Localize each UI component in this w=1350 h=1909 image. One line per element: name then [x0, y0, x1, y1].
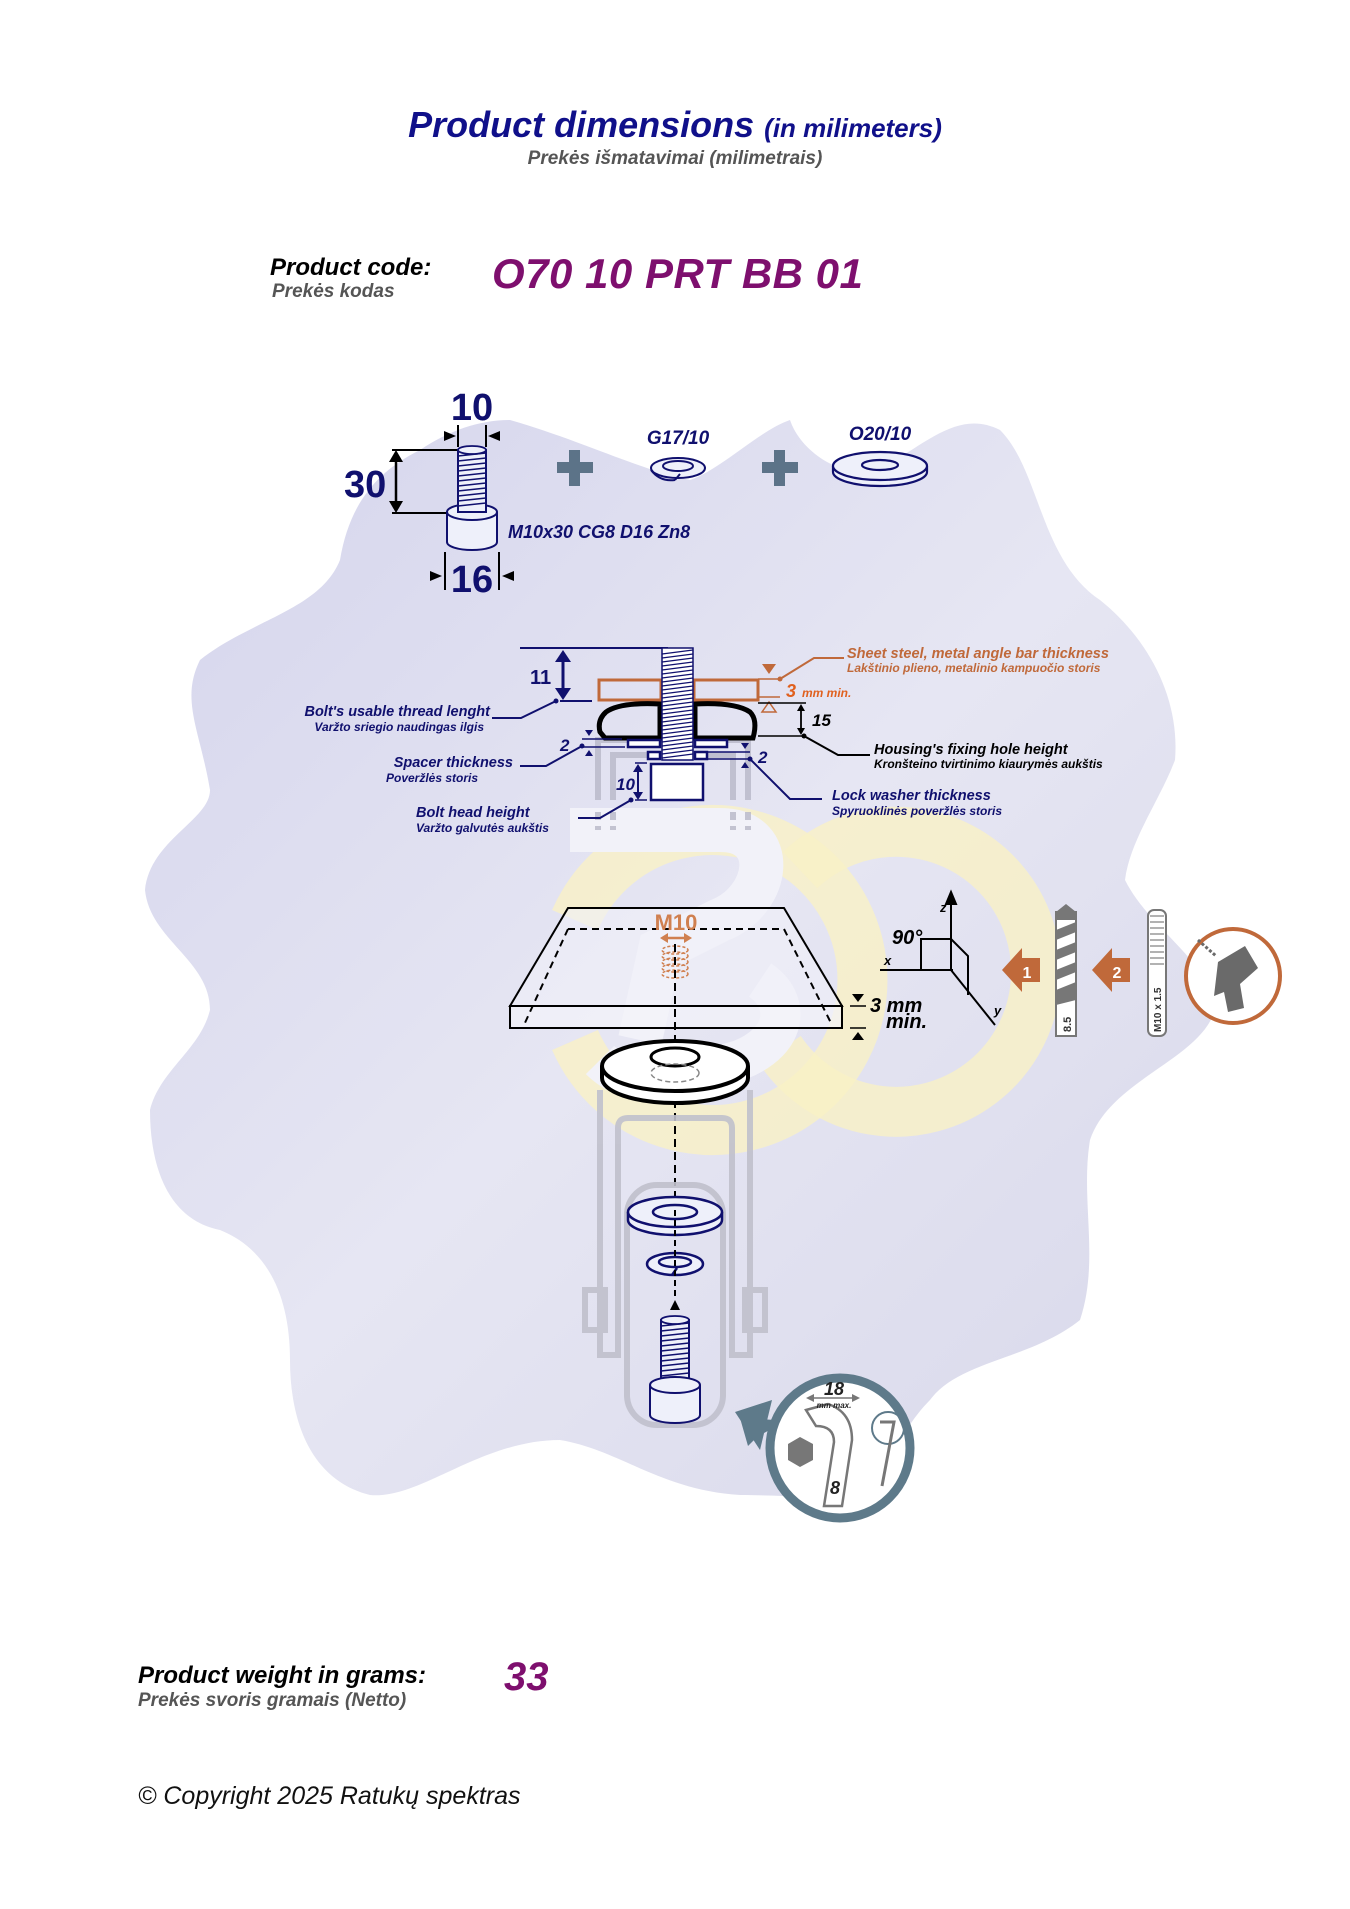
- cross-section: 11 10 2 2: [304, 646, 1108, 835]
- housing-label: Housing's fixing hole height: [874, 742, 1069, 758]
- product-code-value: O70 10 PRT BB 01: [492, 250, 864, 297]
- weight-value: 33: [504, 1655, 549, 1699]
- hex-key-icon: [804, 1402, 854, 1508]
- step-1-arrow-icon: 1: [1002, 948, 1040, 992]
- lock-washer-code: G17/10: [647, 428, 710, 449]
- sheet-thickness-value: 3: [786, 681, 796, 701]
- plate-thickness-label: 3 mm: [870, 995, 922, 1017]
- housing-label-lt: Kronšteino tvirtinimo kiaurymės aukštis: [874, 757, 1103, 771]
- axis-z-label: z: [939, 900, 947, 915]
- product-code-label-lt: Prekės kodas: [272, 281, 395, 302]
- sheet-label-lt: Lakštinio plieno, metalinio kampuočio st…: [847, 661, 1101, 675]
- hex-nut-icon: [788, 1437, 813, 1467]
- thread-length-label-lt: Varžto sriegio naudingas ilgis: [314, 720, 484, 734]
- thread-tap-icon: M10 x 1.5: [1147, 909, 1167, 1037]
- housing-height-value: 15: [812, 711, 831, 730]
- weight-label: Product weight in grams:: [138, 1662, 427, 1689]
- angle-label: 90°: [892, 927, 923, 949]
- hex-key-max-unit: mm max.: [817, 1401, 852, 1410]
- bolt-width-label: 10: [451, 387, 493, 429]
- copyright-text: © Copyright 2025 Ratukų spektras: [138, 1782, 521, 1810]
- axis-x-label: x: [883, 953, 892, 968]
- thread-length-label: Bolt's usable thread lenght: [304, 704, 491, 720]
- lock-thickness-value: 2: [757, 748, 768, 767]
- lock-washer-part: G17/10: [647, 428, 710, 482]
- sheet-label: Sheet steel, metal angle bar thickness: [847, 646, 1109, 662]
- lock-label-lt: Spyruoklinės poveržlės storis: [832, 804, 1002, 818]
- lock-label: Lock washer thickness: [832, 788, 991, 804]
- flat-washer-code: O20/10: [849, 424, 912, 445]
- drill-bit-icon: 8.5: [1055, 904, 1077, 1037]
- plate-thickness-min: min.: [886, 1011, 927, 1033]
- hex-key-size: 8: [830, 1478, 840, 1498]
- tap-size-label: M10 x 1.5: [1153, 987, 1164, 1032]
- drill-size-label: 8.5: [1062, 1017, 1074, 1032]
- axis-y-label: y: [993, 1003, 1002, 1018]
- bolt-head-diameter-label: 16: [451, 559, 493, 601]
- plus-icon: [762, 450, 798, 486]
- top-plate-washer: [600, 1039, 750, 1105]
- step-2-label: 2: [1113, 965, 1122, 982]
- page-title: Product dimensions (in milimeters): [0, 104, 1350, 146]
- assembly-bolt: [649, 1315, 701, 1424]
- power-drill-icon: [1184, 927, 1282, 1025]
- weight-label-lt: Prekės svoris gramais (Netto): [138, 1690, 407, 1711]
- bolt-length-label: 30: [344, 464, 386, 506]
- spacer-thickness-label: Spacer thickness: [394, 755, 513, 771]
- head-height-label: Bolt head height: [416, 805, 531, 821]
- step-2-arrow-icon: 2: [1092, 948, 1130, 992]
- step-1-label: 1: [1023, 965, 1032, 982]
- hex-key-max-length: 18: [824, 1379, 844, 1399]
- thread-size-label: M10: [655, 910, 698, 935]
- head-height-value: 10: [616, 775, 635, 794]
- head-height-label-lt: Varžto galvutės aukštis: [416, 821, 549, 835]
- spacer-thickness-label-lt: Poveržlės storis: [386, 771, 478, 785]
- axis-diagram: x z y 90°: [880, 889, 1002, 1026]
- housing-ghost: [582, 1090, 768, 1428]
- hex-key-callout: 18 mm max. 8: [735, 1373, 915, 1523]
- bolt-part: 10 30 16 M10x30 CG8 D16 Zn8: [344, 387, 690, 601]
- product-code-label: Product code:: [270, 254, 432, 281]
- flat-washer-part: O20/10: [831, 424, 929, 488]
- spacer-thickness-value: 2: [559, 736, 570, 755]
- title-main: Product dimensions: [408, 104, 755, 145]
- thread-length-value: 11: [530, 667, 551, 689]
- sheet-thickness-unit: mm min.: [802, 686, 851, 700]
- title-unit: (in milimeters): [764, 113, 942, 143]
- page-subtitle: Prekės išmatavimai (milimetrais): [527, 148, 823, 169]
- plus-icon: [557, 450, 593, 486]
- mounting-plate: M10 3 mm min.: [508, 907, 927, 1210]
- bolt-spec-label: M10x30 CG8 D16 Zn8: [508, 522, 690, 542]
